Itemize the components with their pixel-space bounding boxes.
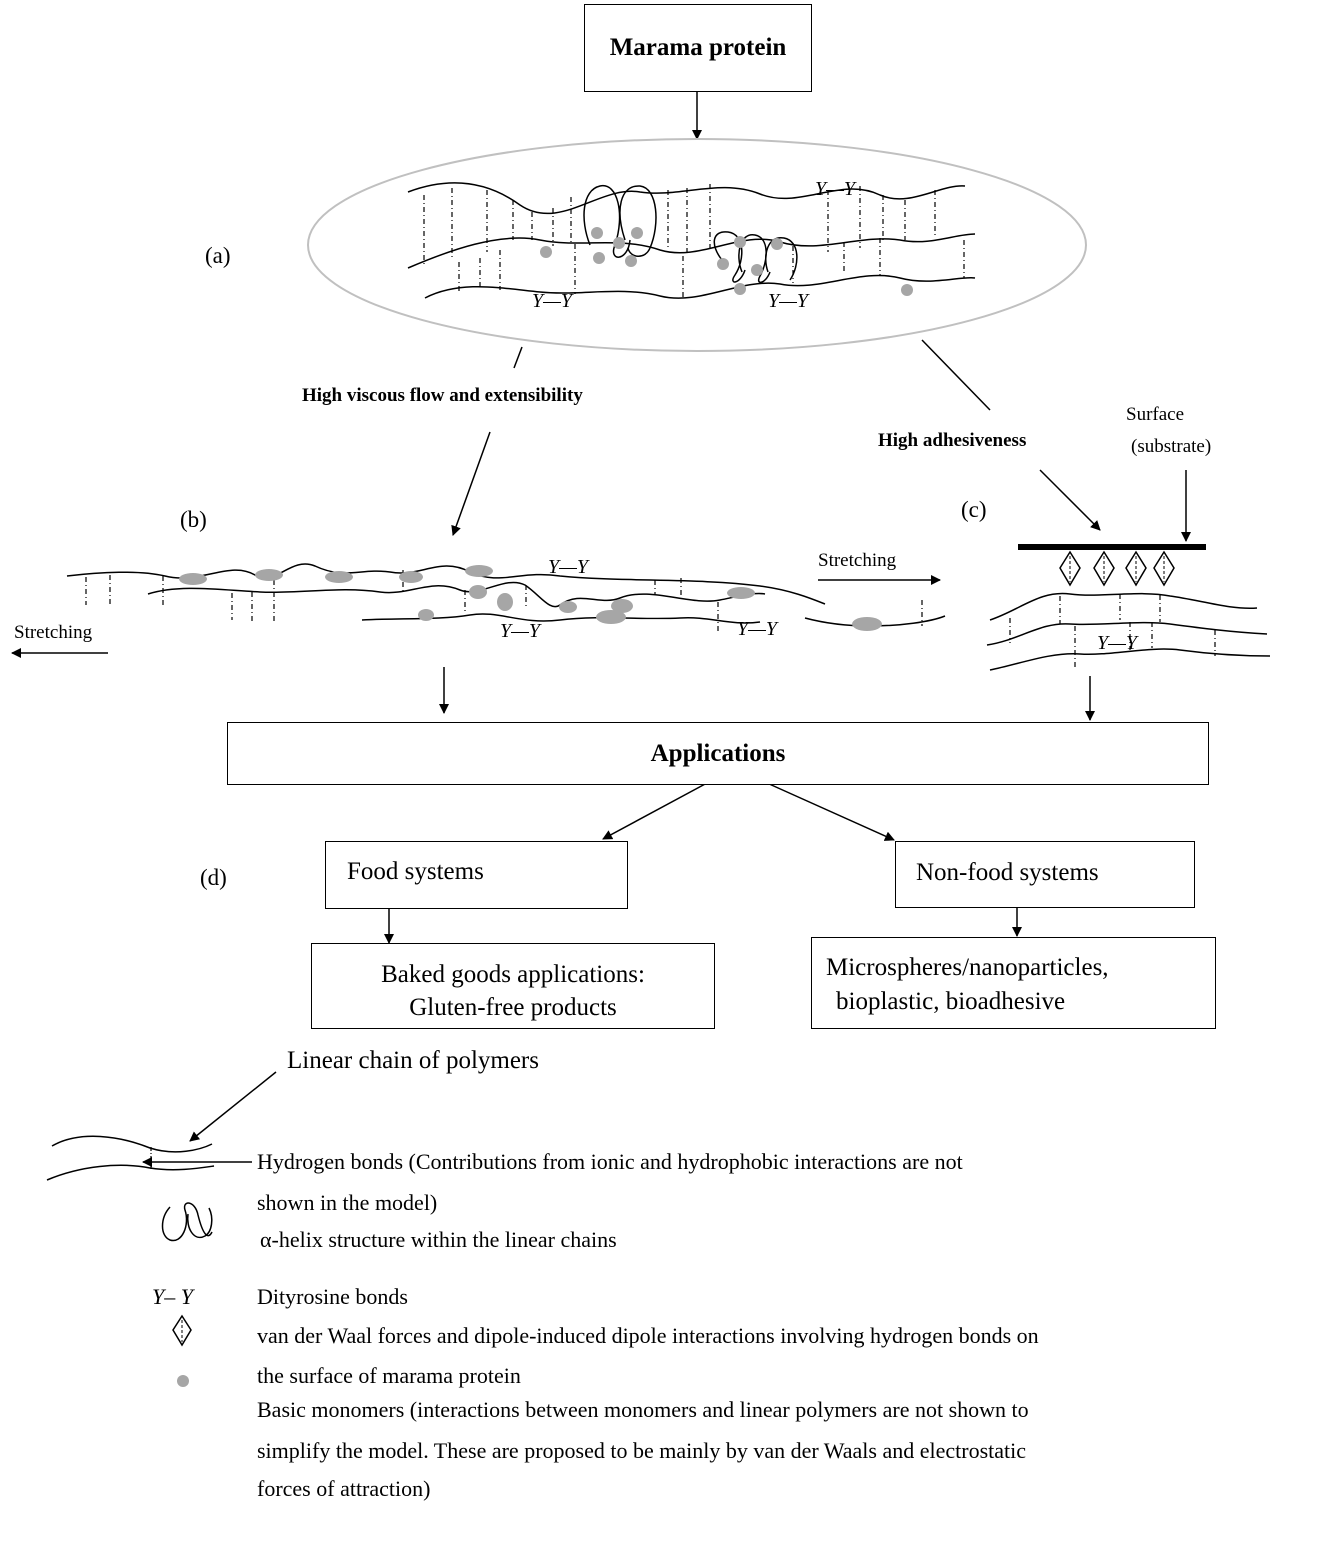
monomer-dot [751,264,763,276]
line-a-to-adhesive [921,339,991,411]
legend-dityrosine: Dityrosine bonds [257,1284,408,1309]
nonfood-sub-line2: bioplastic, bioadhesive [836,988,1066,1015]
legend-helix: α-helix structure within the linear chai… [260,1227,617,1252]
monomer-dot [631,227,643,239]
legend-chain-icon [51,1135,213,1153]
legend-hbond-line1: Hydrogen bonds (Contributions from ionic… [257,1149,963,1174]
arrow-apps-to-food [602,782,708,840]
surface-label: Surface [1126,404,1185,425]
food-sub-line1: Baked goods applications: [381,961,645,988]
dityrosine-label-c1: Y—Y [1097,632,1138,654]
panel-a-helices [583,185,798,283]
panel-b-structure [66,563,946,632]
panel-label-a: (a) [205,243,231,268]
food-systems-label: Food systems [347,858,484,885]
panel-a-structure [307,138,1087,352]
monomer-dot [593,252,605,264]
monomer-dot [613,237,625,249]
legend-monomer-line3: forces of attraction) [257,1476,431,1501]
monomer-oval [611,599,633,613]
adhesiveness-label: High adhesiveness [878,430,1027,451]
dityrosine-label-a1: Y—Y [815,178,856,200]
monomer-dot [901,284,913,296]
nonfood-sub-line1: Microspheres/nanoparticles, [826,954,1109,981]
monomer-dot [591,227,603,239]
monomer-oval [497,593,513,611]
title-box [584,4,812,92]
legend-dityrosine-symbol: Y– Y [152,1284,193,1309]
legend-vdw-line1: van der Waal forces and dipole-induced d… [257,1323,1039,1348]
legend-monomer-icon [177,1375,189,1387]
dityrosine-label-a2: Y—Y [532,290,573,312]
panel-b-monomers [179,565,882,631]
nonfood-sub-box [811,937,1216,1029]
legend-diamond-icon [172,1314,192,1347]
monomer-oval [465,565,493,577]
dityrosine-label-b3: Y—Y [737,618,778,640]
panel-c-hbonds [1009,594,1216,668]
legend-monomer-line1: Basic monomers (interactions between mon… [257,1397,1029,1422]
arrow-adhesive-to-c [1039,469,1101,531]
arrow-legend-linear [189,1071,277,1142]
monomer-dot [734,283,746,295]
food-systems-box [325,841,628,909]
panel-label-c: (c) [961,497,987,522]
legend-monomer-line2: simplify the model. These are proposed t… [257,1438,1027,1463]
dityrosine-label-a3: Y—Y [768,290,809,312]
legend-symbols [46,1135,215,1347]
nonfood-systems-label: Non-food systems [916,859,1099,886]
legend-helix-icon [186,1207,213,1239]
monomer-oval [418,609,434,621]
stretching-left-label: Stretching [14,622,93,643]
line-a-to-viscous [513,346,523,369]
legend-linear-chain: Linear chain of polymers [287,1047,539,1074]
applications-box [227,722,1209,785]
dityrosine-label-b2: Y—Y [500,620,541,642]
substrate-label: (substrate) [1131,436,1212,457]
legend-helix-icon [161,1202,213,1242]
monomer-dot [717,258,729,270]
dityrosine-label-b1: Y—Y [548,556,589,578]
monomer-oval [399,571,423,583]
viscous-flow-label: High viscous flow and extensibility [302,385,583,406]
panel-b-hbonds [85,570,923,632]
monomer-oval [325,571,353,583]
food-sub-box [311,943,715,1029]
food-sub-line2: Gluten-free products [409,994,617,1021]
monomer-oval [596,610,626,624]
legend-hbond-line2: shown in the model) [257,1190,438,1215]
stretching-right-label: Stretching [818,550,897,571]
panel-a-hbonds [423,184,965,300]
panel-a-chains [407,182,976,299]
panel-a-ellipse [307,138,1087,352]
panel-a-monomers [540,227,913,296]
monomer-oval [559,601,577,613]
monomer-dot [734,236,746,248]
title-label: Marama protein [609,34,787,61]
legend-vdw-line2: the surface of marama protein [257,1363,521,1388]
monomer-oval [255,569,283,581]
flow-arrows [11,92,1191,1167]
nonfood-systems-box [895,841,1195,908]
monomer-oval [179,573,207,585]
applications-title: Applications [650,740,786,767]
panel-label-d: (d) [200,865,227,890]
monomer-dot [625,255,637,267]
monomer-oval [727,587,755,599]
monomer-dot [540,246,552,258]
legend-chain-icon [46,1164,215,1181]
vdw-diamond-icons [1059,550,1175,587]
monomer-dot [771,238,783,250]
monomer-oval [852,617,882,631]
monomer-oval [469,585,487,599]
panel-c-structure [986,544,1271,671]
arrow-apps-to-nonfood [766,782,895,841]
arrow-viscous-to-b [451,431,491,536]
panel-label-b: (b) [180,507,207,532]
